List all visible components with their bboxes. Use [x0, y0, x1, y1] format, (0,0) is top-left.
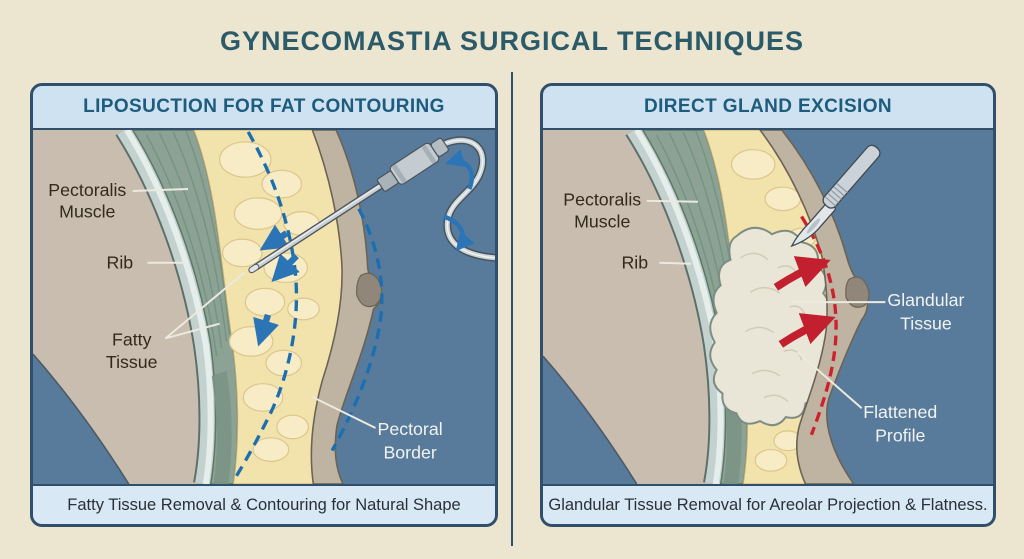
panel-divider [511, 72, 513, 546]
panel-caption-excision-text: Glandular Tissue Removal for Areolar Pro… [548, 495, 988, 514]
label-rib: Rib [107, 253, 134, 273]
svg-text:Border: Border [383, 442, 436, 462]
svg-text:Profile: Profile [875, 426, 925, 446]
planned-contour-dashed-line [234, 131, 299, 477]
svg-text:Muscle: Muscle [59, 202, 115, 222]
label-flattened-profile: Flattened [863, 402, 937, 422]
panel-header-liposuction-label: LIPOSUCTION FOR FAT CONTOURING [83, 96, 445, 117]
fatty-tissue-region [193, 130, 343, 484]
liposuction-labels: Pectoralis Muscle Rib Fatty Tissue Pecto… [48, 180, 442, 463]
nipple [356, 272, 383, 308]
suction-arrows [253, 224, 300, 347]
label-rib: Rib [621, 253, 648, 273]
panel-gland-excision: DIRECT GLAND EXCISION [540, 83, 996, 527]
label-pectoral-border: Pectoral [378, 419, 443, 439]
skin-layer [310, 130, 383, 484]
label-fatty-tissue: Fatty [112, 329, 152, 349]
pectoral-border-dashed-line [330, 207, 384, 452]
svg-text:Muscle: Muscle [574, 211, 630, 231]
panel-caption-liposuction: Fatty Tissue Removal & Contouring for Na… [33, 484, 495, 524]
tubing-motion-arrows [442, 149, 475, 252]
panel-header-excision-label: DIRECT GLAND EXCISION [643, 96, 893, 117]
panel-header-liposuction: LIPOSUCTION FOR FAT CONTOURING [33, 86, 495, 130]
liposuction-cannula [248, 137, 449, 274]
panel-caption-excision: Glandular Tissue Removal for Areolar Pro… [543, 484, 993, 524]
panel-liposuction: LIPOSUCTION FOR FAT CONTOURING [30, 83, 498, 527]
leader-lines [132, 188, 376, 429]
pectoralis-muscle-band [131, 130, 239, 484]
svg-text:Tissue: Tissue [106, 352, 158, 372]
excision-labels: Pectoralis Muscle Rib Glandular Tissue F… [563, 190, 964, 446]
scalpel [790, 144, 881, 248]
label-glandular-tissue: Glandular [887, 290, 964, 310]
label-pectoralis-muscle: Pectoralis [48, 180, 126, 200]
panel-caption-liposuction-text: Fatty Tissue Removal & Contouring for Na… [67, 495, 461, 514]
rib-band [115, 130, 219, 484]
nipple [845, 276, 870, 308]
label-pectoralis-muscle: Pectoralis [563, 190, 641, 210]
page-title: GYNECOMASTIA SURGICAL TECHNIQUES [219, 26, 805, 56]
svg-text:Tissue: Tissue [900, 314, 952, 334]
flattened-profile-dashed-line [800, 215, 838, 436]
leader-lines [646, 199, 886, 410]
gland-excision-illustration: Pectoralis Muscle Rib Glandular Tissue F… [543, 130, 993, 484]
panel-header-excision: DIRECT GLAND EXCISION [543, 86, 993, 130]
excision-arrows [773, 256, 836, 348]
liposuction-illustration: Pectoralis Muscle Rib Fatty Tissue Pecto… [33, 130, 495, 484]
